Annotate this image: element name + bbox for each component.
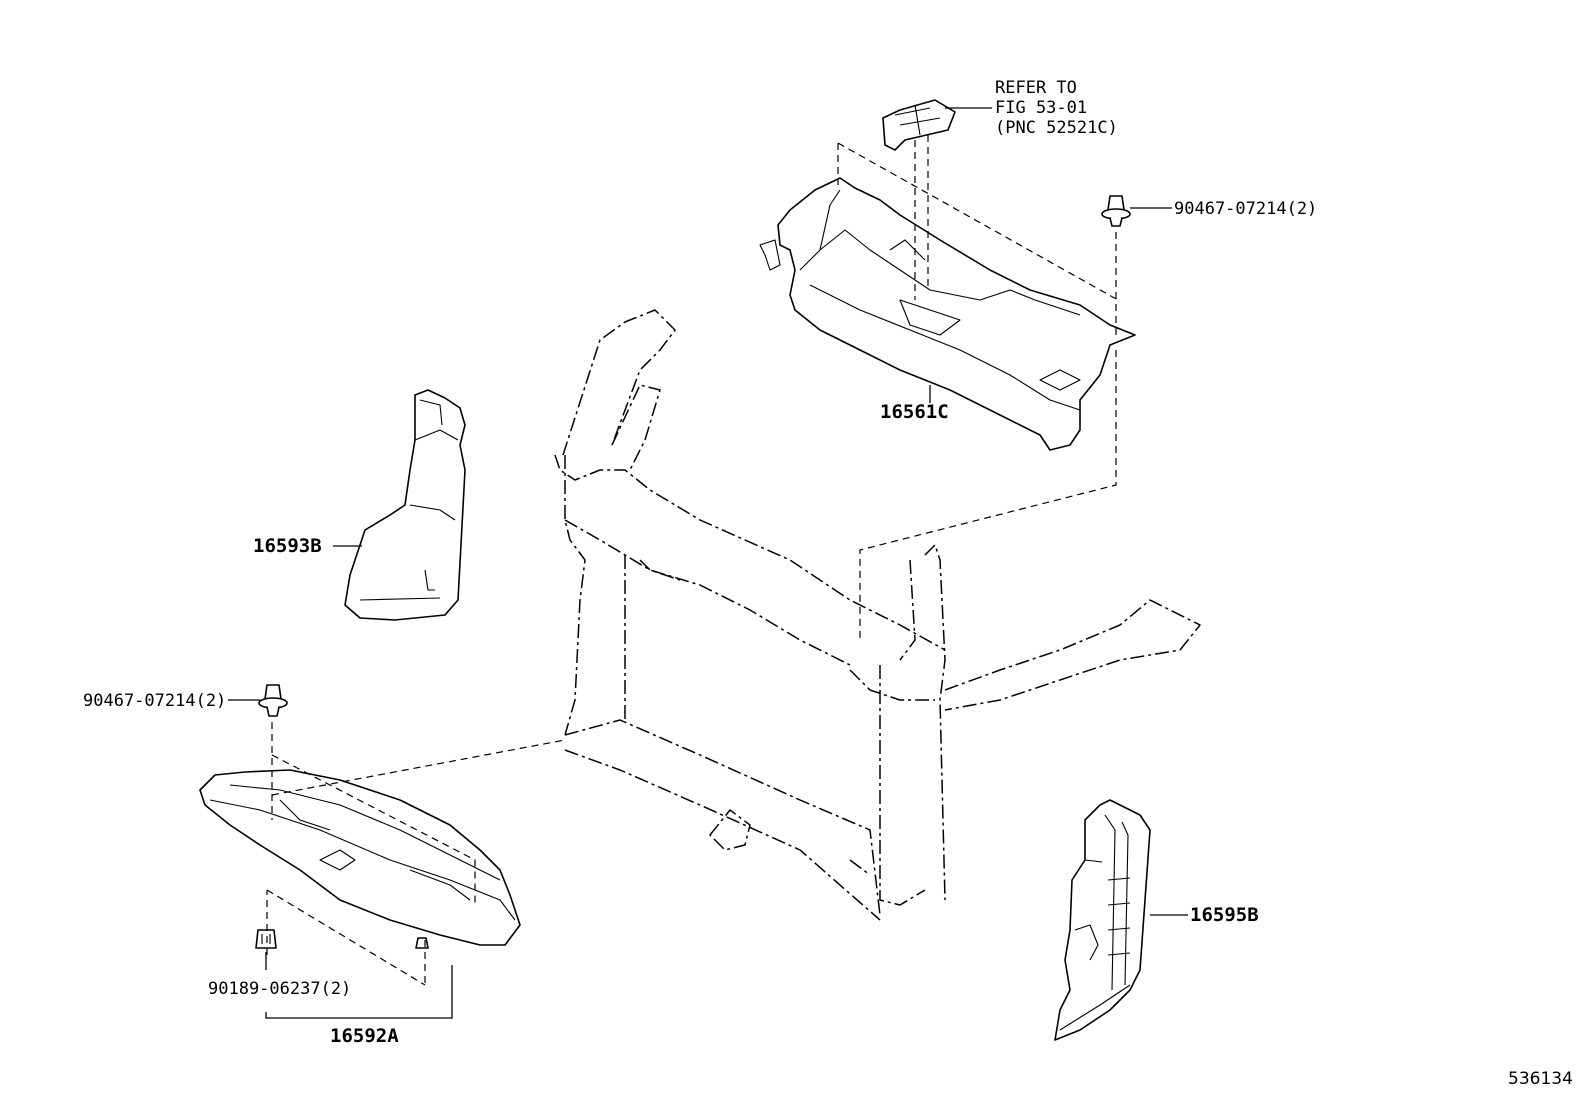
image-code: 536134 xyxy=(1508,1069,1573,1089)
right-side-duct-16595b xyxy=(1054,799,1151,1041)
clip-icon-bottom xyxy=(255,929,429,949)
label-part-16593b: 16593B xyxy=(253,535,322,557)
upper-air-guide-16561c xyxy=(759,177,1136,451)
refer-label-line3: (PNC 52521C) xyxy=(995,118,1118,138)
reference-bracket xyxy=(882,99,956,151)
leader-lines xyxy=(228,107,1188,1019)
label-clip-left: 90467-07214(2) xyxy=(83,691,226,711)
clip-icon-left xyxy=(258,684,288,717)
left-side-duct-16593b xyxy=(344,389,466,621)
label-part-16592a: 16592A xyxy=(330,1025,399,1047)
refer-label-line1: REFER TO xyxy=(995,78,1077,98)
label-part-16561c: 16561C xyxy=(880,401,949,423)
lower-air-guide-16592a xyxy=(199,769,521,946)
radiator-support-phantom xyxy=(554,309,1201,921)
assembly-lines xyxy=(266,135,1119,986)
label-clip-bottom: 90189-06237(2) xyxy=(208,979,351,999)
clip-icon-top-right xyxy=(1101,195,1131,227)
label-part-16595b: 16595B xyxy=(1190,904,1259,926)
label-clip-top-right: 90467-07214(2) xyxy=(1174,199,1317,219)
refer-label-line2: FIG 53-01 xyxy=(995,98,1087,118)
